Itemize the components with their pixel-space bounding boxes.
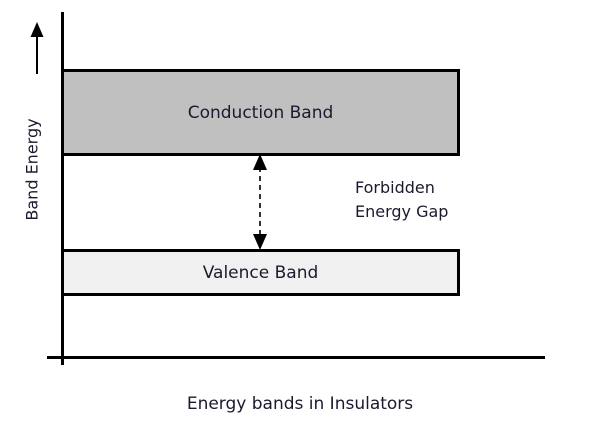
valence-band-box: Valence Band <box>61 249 460 296</box>
up-arrow-icon <box>28 22 46 74</box>
valence-band-label: Valence Band <box>202 262 319 283</box>
forbidden-energy-gap-label-line1: Forbidden <box>355 178 435 197</box>
double-headed-dashed-arrow-icon <box>248 152 272 252</box>
y-axis-line <box>61 12 64 365</box>
conduction-band-label: Conduction Band <box>187 102 334 123</box>
forbidden-energy-gap-label-line2: Energy Gap <box>355 202 449 221</box>
forbidden-energy-gap-label: Forbidden Energy Gap <box>355 176 448 224</box>
x-axis-line <box>47 356 545 359</box>
figure-caption: Energy bands in Insulators <box>186 394 414 414</box>
y-axis-title: Band Energy <box>22 118 42 221</box>
conduction-band-box: Conduction Band <box>61 69 460 156</box>
